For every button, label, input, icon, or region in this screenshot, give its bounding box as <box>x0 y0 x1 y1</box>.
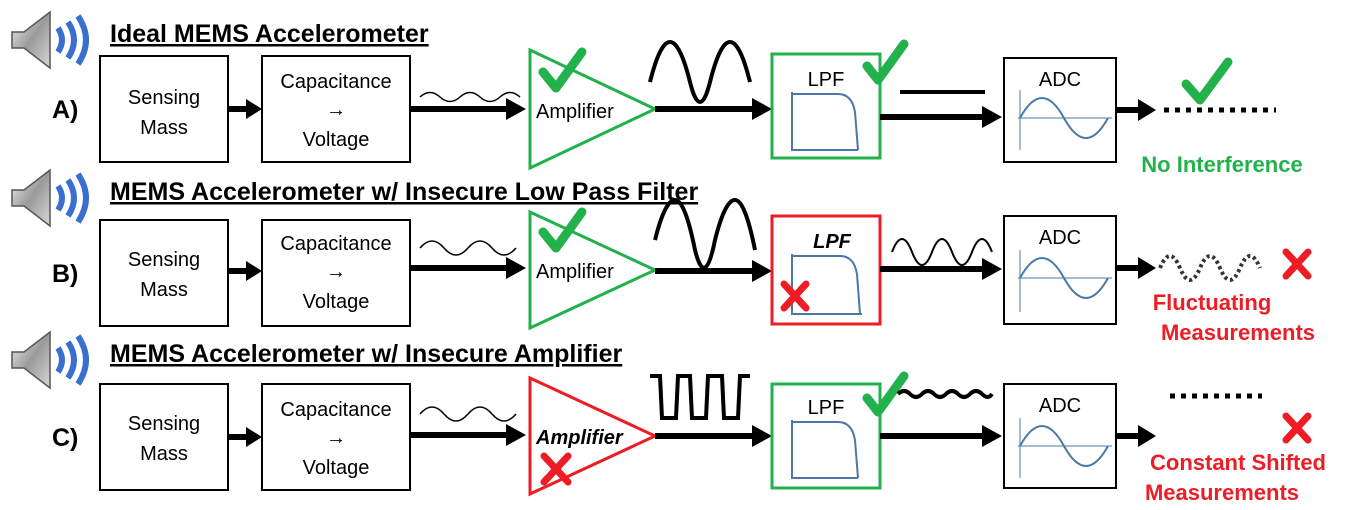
cross-icon <box>540 452 572 486</box>
adc-block: ADC <box>1003 215 1117 325</box>
arrow <box>1116 257 1156 279</box>
amplifier-block: Amplifier <box>528 375 659 497</box>
result-label-line1: Constant Shifted <box>1150 450 1326 475</box>
cross-icon <box>1282 412 1312 444</box>
arrow <box>1116 425 1156 447</box>
cap-to-voltage-block: Capacitance → Voltage <box>261 219 411 327</box>
amplifier-block: Amplifier <box>528 207 659 331</box>
result-label-line2: Measurements <box>1145 480 1299 505</box>
small-signal-wave <box>419 91 521 103</box>
row-label: C) <box>52 424 78 452</box>
checkmark-icon <box>862 39 909 85</box>
arrow <box>880 258 1002 280</box>
amplifier-label: Amplifier <box>536 101 614 123</box>
row-b: MEMS Accelerometer w/ Insecure Low Pass … <box>11 168 1315 345</box>
speaker-icon <box>11 10 89 70</box>
arrow <box>410 257 526 279</box>
arrow <box>1116 99 1156 121</box>
result-label-line2: Measurements <box>1161 320 1315 345</box>
cap-label-arrow: → <box>326 261 346 283</box>
amplifier-block: Amplifier <box>528 47 659 171</box>
row-title: MEMS Accelerometer w/ Insecure Low Pass … <box>110 178 698 206</box>
sensing-mass-block: Sensing Mass <box>99 55 229 163</box>
result-label-line1: Fluctuating <box>1153 290 1272 315</box>
small-signal-wave <box>419 406 517 422</box>
sensing-mass-block: Sensing Mass <box>99 219 229 327</box>
checkmark-icon <box>538 47 587 93</box>
cap-label-line2: Voltage <box>303 129 370 151</box>
sensing-label-line2: Mass <box>140 117 188 139</box>
sensing-label-line2: Mass <box>140 279 188 301</box>
cross-icon <box>780 280 810 312</box>
arrow <box>655 98 772 120</box>
row-title: Ideal MEMS Accelerometer <box>110 20 429 48</box>
adc-label: ADC <box>1039 227 1081 249</box>
clipped-signal-wave <box>650 374 750 420</box>
checkmark-icon <box>862 371 909 417</box>
lpf-block: LPF <box>770 39 909 160</box>
lpf-response-curve <box>791 254 862 315</box>
checkmark-icon <box>1181 57 1233 105</box>
cap-to-voltage-block: Capacitance → Voltage <box>261 383 411 491</box>
result-label: No Interference <box>1141 152 1302 177</box>
row-c: MEMS Accelerometer w/ Insecure Amplifier… <box>11 330 1326 505</box>
row-title: MEMS Accelerometer w/ Insecure Amplifier <box>110 340 622 368</box>
lpf-response-curve <box>791 92 859 151</box>
arrow <box>228 261 262 281</box>
adc-sine-plot <box>1018 250 1112 312</box>
checkmark-icon <box>538 207 587 253</box>
arrow <box>228 427 262 447</box>
cap-label-line1: Capacitance <box>280 399 391 421</box>
cap-label-line2: Voltage <box>303 457 370 479</box>
amplifier-label: Amplifier <box>535 427 624 449</box>
row-label: A) <box>52 96 78 124</box>
amplified-signal-wave <box>653 197 757 270</box>
cap-label-line2: Voltage <box>303 291 370 313</box>
adc-block: ADC <box>1003 57 1117 163</box>
adc-sine-plot <box>1018 90 1112 150</box>
sensing-label-line1: Sensing <box>128 87 200 109</box>
cap-label-line1: Capacitance <box>280 71 391 93</box>
unfiltered-signal-wave <box>891 238 993 266</box>
lpf-response-curve <box>791 420 859 479</box>
arrow <box>228 99 262 119</box>
lpf-label: LPF <box>813 231 852 253</box>
arrow <box>410 424 526 446</box>
small-signal-wave <box>419 240 517 256</box>
cap-label-arrow: → <box>326 99 346 121</box>
arrow <box>410 98 526 120</box>
amplified-signal-wave <box>648 39 752 104</box>
amplifier-label: Amplifier <box>536 261 614 283</box>
cap-label-arrow: → <box>326 427 346 449</box>
sensing-label-line1: Sensing <box>128 249 200 271</box>
adc-label: ADC <box>1039 69 1081 91</box>
lpf-block: LPF <box>770 371 909 490</box>
lpf-block: LPF <box>770 214 882 326</box>
arrow <box>655 260 772 282</box>
shifted-signal-wave <box>896 389 994 399</box>
cap-to-voltage-block: Capacitance → Voltage <box>261 55 411 163</box>
row-a: Ideal MEMS Accelerometer A) Sensing Mass… <box>11 10 1303 177</box>
speaker-icon <box>11 168 89 228</box>
adc-label: ADC <box>1039 395 1081 417</box>
lpf-label: LPF <box>808 69 845 91</box>
sensing-label-line2: Mass <box>140 443 188 465</box>
output-fluctuating-signal <box>1158 254 1262 282</box>
sensing-mass-block: Sensing Mass <box>99 383 229 491</box>
adc-sine-plot <box>1018 418 1112 478</box>
arrow <box>655 425 772 447</box>
adc-block: ADC <box>1003 383 1117 489</box>
cap-label-line1: Capacitance <box>280 233 391 255</box>
sensing-label-line1: Sensing <box>128 413 200 435</box>
row-label: B) <box>52 260 78 288</box>
arrow <box>880 425 1002 447</box>
lpf-label: LPF <box>808 397 845 419</box>
arrow <box>880 106 1002 128</box>
speaker-icon <box>11 330 89 390</box>
cross-icon <box>1282 248 1312 280</box>
